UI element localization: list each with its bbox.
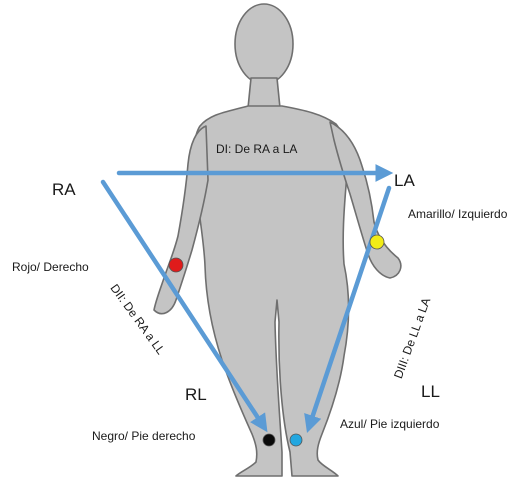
- human-body-silhouette: [154, 4, 401, 476]
- electrode-blue: [290, 434, 302, 446]
- body-right-arm: [154, 126, 208, 314]
- ll-label: LL: [421, 383, 440, 400]
- black-electrode-label: Negro/ Pie derecho: [92, 430, 195, 442]
- red-electrode-label: Rojo/ Derecho: [12, 261, 89, 273]
- body-neck: [248, 78, 280, 108]
- electrode-yellow: [370, 235, 384, 249]
- electrode-red: [169, 258, 183, 272]
- ra-label: RA: [52, 181, 76, 198]
- rl-label: RL: [185, 386, 207, 403]
- blue-electrode-label: Azul/ Pie izquierdo: [340, 418, 439, 430]
- la-label: LA: [394, 172, 415, 189]
- body-head: [235, 4, 293, 84]
- electrode-black: [263, 434, 275, 446]
- yellow-electrode-label: Amarillo/ Izquierdo: [408, 208, 507, 220]
- body-torso-legs: [194, 106, 348, 476]
- lead-i-label: DI: De RA a LA: [216, 143, 297, 155]
